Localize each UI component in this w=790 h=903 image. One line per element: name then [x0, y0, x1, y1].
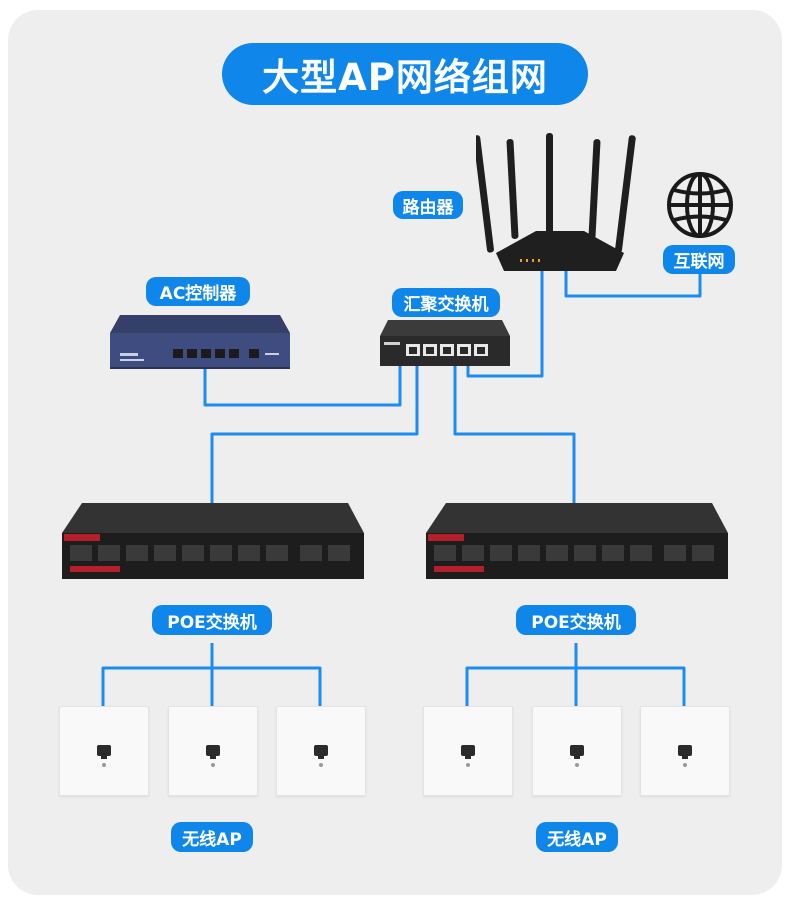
poe-switch-left-label: POE交换机: [152, 605, 272, 635]
indicator-light: [211, 763, 215, 767]
router-device: [473, 133, 636, 273]
page-title: 大型AP网络组网: [222, 43, 588, 105]
indicator-light: [319, 763, 323, 767]
ac-controller-device: [108, 313, 292, 371]
ap-panel-right-1: [423, 706, 513, 796]
ap-panel-left-3: [276, 706, 366, 796]
link-poe-right-branch: [465, 666, 686, 707]
ethernet-port-icon: [461, 745, 475, 759]
globe-icon: [665, 170, 735, 240]
link-core-poe-right: [453, 358, 576, 506]
link-ac-core: [203, 358, 402, 407]
internet-label: 互联网: [663, 245, 735, 274]
poe-switch-left-device: [60, 503, 366, 581]
ethernet-port-icon: [570, 745, 584, 759]
ap-right-label: 无线AP: [536, 822, 618, 852]
ap-panel-right-3: [640, 706, 730, 796]
ethernet-port-icon: [314, 745, 328, 759]
ethernet-port-icon: [678, 745, 692, 759]
ethernet-port-icon: [97, 745, 111, 759]
ethernet-port-icon: [206, 745, 220, 759]
link-router-internet: [564, 262, 702, 298]
poe-switch-right-label: POE交换机: [516, 605, 636, 635]
link-poe-left-branch: [101, 666, 322, 707]
ap-left-label: 无线AP: [171, 822, 253, 852]
indicator-light: [683, 763, 687, 767]
indicator-light: [466, 763, 470, 767]
ap-panel-left-2: [168, 706, 258, 796]
router-label: 路由器: [393, 191, 463, 219]
ap-panel-right-2: [532, 706, 622, 796]
indicator-light: [102, 763, 106, 767]
ac-label: AC控制器: [146, 277, 250, 306]
ap-panel-left-1: [59, 706, 149, 796]
indicator-light: [575, 763, 579, 767]
core-switch-device: [378, 320, 512, 368]
link-core-poe-left: [210, 358, 419, 506]
poe-switch-right-device: [424, 503, 730, 581]
core-switch-label: 汇聚交换机: [392, 288, 500, 317]
